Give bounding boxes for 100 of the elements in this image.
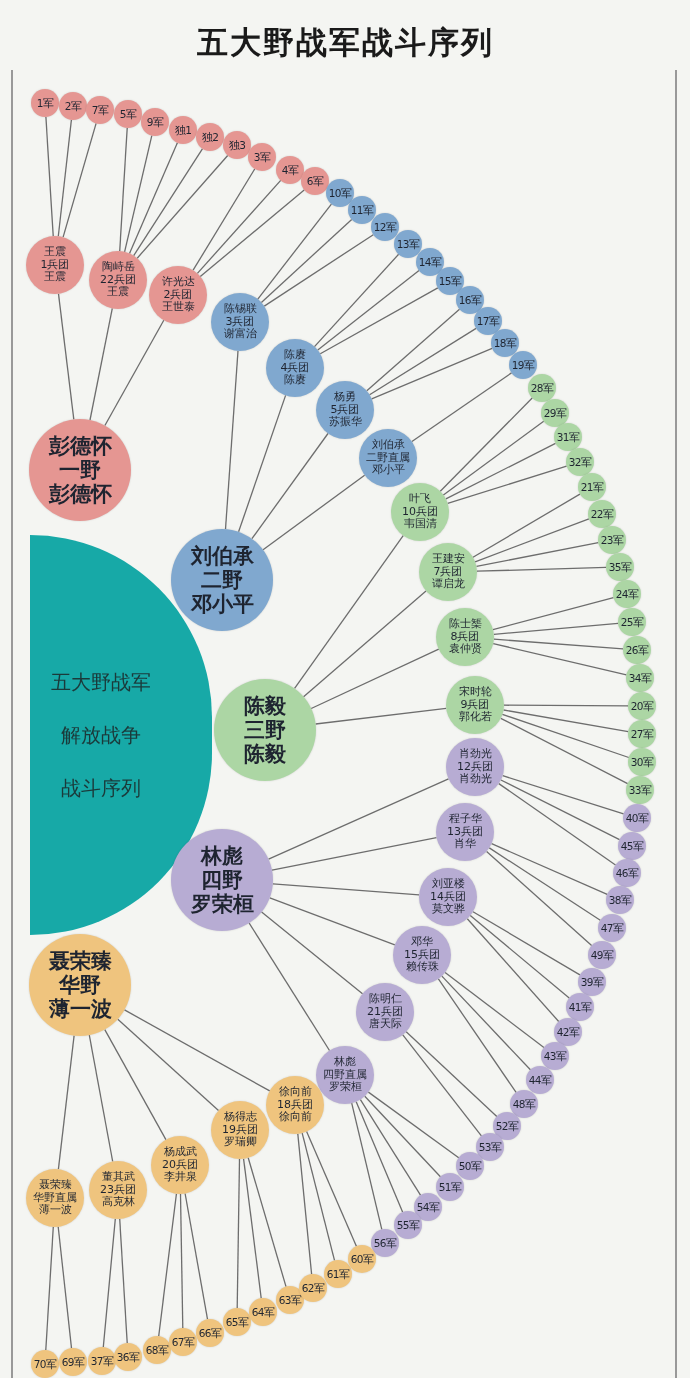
army-label: 53军 [478, 1140, 502, 1154]
army-circle [348, 1245, 376, 1273]
army-label: 14军 [418, 255, 442, 269]
unit-label: 罗瑞卿 [223, 1136, 257, 1149]
connector-line [367, 1091, 460, 1159]
army-circle [31, 89, 59, 117]
army-circle [588, 500, 616, 528]
unit-label: 2兵团 [163, 288, 193, 301]
connector-line [293, 534, 404, 690]
army-label: 独2 [201, 130, 219, 144]
connector-line [88, 1034, 114, 1163]
unit-label: 林彪 [201, 843, 243, 868]
unit-label: 罗荣桓 [190, 892, 254, 917]
unit-label: 许光达 [161, 276, 195, 289]
army-label: 25军 [620, 615, 644, 629]
connector-line [128, 142, 179, 255]
unit-label: 郭化若 [458, 711, 492, 724]
army-label: 17军 [476, 314, 500, 328]
army-circle [606, 553, 634, 581]
army-label: 45军 [620, 839, 644, 853]
army-label: 38军 [608, 893, 632, 907]
unit-label: 8兵团 [450, 630, 480, 643]
army-label: 43军 [543, 1049, 567, 1063]
connector-line [500, 779, 621, 841]
connector-line [402, 1034, 483, 1137]
army-circle [598, 914, 626, 942]
connector-line [123, 1009, 271, 1092]
army-label: 33军 [628, 783, 652, 797]
army-label: 独3 [228, 138, 246, 152]
army-circle [114, 100, 142, 128]
connector-line [196, 179, 282, 275]
unit-label: 赖传珠 [405, 961, 439, 974]
army-circle [626, 776, 654, 804]
army-label: 4军 [281, 163, 299, 177]
corps-circle [391, 483, 449, 541]
unit-label: 21兵团 [367, 1005, 403, 1018]
corps-circle [149, 266, 207, 324]
army-label: 6军 [306, 174, 324, 188]
disc-text: 战斗序列 [61, 774, 141, 802]
army-circle [88, 1347, 116, 1375]
connector-line [297, 1133, 313, 1275]
connector-line [469, 914, 570, 999]
army-label: 63军 [278, 1293, 302, 1307]
connector-line [57, 1035, 75, 1170]
army-label: 24军 [615, 587, 639, 601]
connector-line [102, 1218, 116, 1348]
unit-label: 邓小平 [371, 464, 405, 477]
army-circle [476, 1133, 504, 1161]
army-label: 27军 [630, 727, 654, 741]
army-label: 11军 [350, 203, 374, 217]
connector-line [501, 713, 630, 759]
army-label: 37军 [90, 1354, 114, 1368]
unit-label: 二野直属 [366, 451, 410, 464]
connector-line [136, 154, 229, 259]
unit-label: 杨勇 [334, 391, 356, 404]
connector-line [248, 922, 331, 1052]
connector-line [502, 775, 625, 815]
army-label: 20军 [630, 699, 654, 713]
unit-label: 陶峙岳 [101, 261, 135, 274]
connector-line [472, 493, 581, 558]
army-circle [528, 374, 556, 402]
unit-label: 莫文骅 [431, 903, 465, 916]
connector-line [184, 1192, 209, 1320]
connector-line [269, 897, 396, 946]
army-label: 64军 [251, 1305, 275, 1319]
connector-line [466, 918, 560, 1023]
connector-line [263, 234, 374, 307]
army-label: 68军 [145, 1343, 169, 1357]
connector-line [319, 287, 439, 355]
corps-circle [419, 868, 477, 926]
connector-line [313, 253, 400, 348]
army-circle [491, 329, 519, 357]
unit-label: 5兵团 [330, 403, 360, 416]
unit-label: 袁仲贤 [448, 643, 482, 656]
connector-line [368, 327, 477, 396]
army-label: 22军 [590, 507, 614, 521]
army-label: 9军 [146, 115, 164, 129]
army-label: 52军 [495, 1119, 519, 1133]
unit-label: 苏振华 [328, 416, 362, 429]
connector-line [476, 566, 607, 572]
army-label: 61军 [326, 1267, 350, 1281]
army-circle [114, 1343, 142, 1371]
unit-label: 叶飞 [409, 493, 431, 506]
army-label: 21军 [580, 480, 604, 494]
unit-label: 三野 [244, 717, 286, 743]
corps-circle [359, 429, 417, 487]
unit-label: 肖劲光 [458, 748, 492, 761]
connector-line [242, 1158, 262, 1299]
army-circle [493, 1112, 521, 1140]
army-circle [394, 1211, 422, 1239]
army-label: 29军 [543, 406, 567, 420]
unit-label: 刘亚楼 [431, 878, 465, 891]
connector-line [502, 709, 629, 733]
connector-line [57, 1226, 73, 1349]
connector-line [503, 704, 629, 707]
army-label: 1军 [36, 96, 54, 110]
army-circle [598, 526, 626, 554]
army-label: 60军 [350, 1252, 374, 1266]
connector-line [447, 465, 568, 505]
army-label: 独1 [174, 123, 192, 137]
